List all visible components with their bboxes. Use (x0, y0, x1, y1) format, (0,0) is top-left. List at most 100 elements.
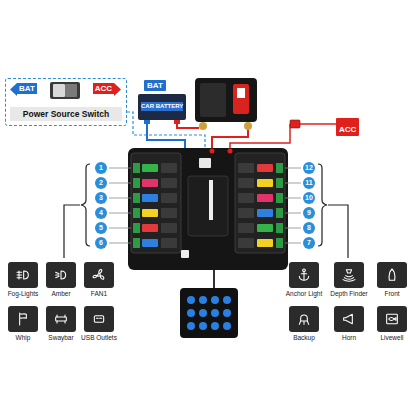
function-symbol-part (17, 271, 22, 279)
switch-graphic-part (10, 83, 17, 96)
fuse-box-part (181, 250, 189, 258)
fuse-row-left-part (133, 178, 140, 188)
callout-leaders-part (109, 168, 131, 243)
battery-label: CAR BATTERY (141, 102, 183, 111)
switch-panel-controller-part (223, 322, 231, 330)
function-symbol (341, 309, 357, 329)
callout-digit: 2 (99, 179, 103, 187)
switch-panel-controller-part (187, 296, 195, 304)
function-symbol (296, 265, 312, 285)
function-icon: Depth Finder (334, 262, 364, 288)
bat-tag: BAT (144, 80, 166, 91)
fuse-box (128, 148, 288, 270)
switch-graphic-part (50, 82, 80, 99)
function-label: USB Outlets (81, 334, 117, 342)
switch-panel-controller-part (211, 296, 219, 304)
fuse-row-left-part (161, 238, 177, 248)
group-brackets (64, 164, 348, 258)
callout-number: 4 (95, 207, 107, 219)
switch-panel-controller-part (211, 322, 219, 330)
callout-number: 6 (95, 237, 107, 249)
circuit-breaker-part (233, 84, 249, 114)
switch-panel-controller-part (199, 296, 207, 304)
function-label: Backup (293, 334, 315, 342)
function-symbol (53, 265, 69, 285)
callout-digit: 12 (305, 164, 313, 172)
switch-panel-controller-part (211, 309, 219, 317)
function-symbol (15, 309, 31, 329)
fuse-row-right-part (276, 163, 283, 173)
function-label: Amber (51, 290, 70, 298)
function-symbol (384, 265, 400, 285)
callout-digit: 4 (99, 209, 103, 217)
function-symbol-part (96, 318, 101, 319)
controller-cable-part (213, 270, 215, 288)
callout-number: 5 (95, 222, 107, 234)
switch-panel-controller-part (199, 322, 207, 330)
inline-fuse-part (290, 120, 300, 128)
function-symbol-part (389, 269, 395, 280)
switch-panel-controller-part (187, 322, 195, 330)
switch-panel-controller-part (199, 309, 207, 317)
fuse-row-right-part (257, 179, 273, 187)
function-icon: USB Outlets (84, 306, 114, 332)
function-icon: Horn (334, 306, 364, 332)
circuit-breaker-part (237, 88, 245, 98)
function-icon: Backup (289, 306, 319, 332)
acc-tag: ACC (336, 118, 359, 136)
callout-number: 10 (303, 192, 315, 204)
function-symbol-part (387, 314, 398, 323)
function-label: Whip (16, 334, 31, 342)
callout-number: 3 (95, 192, 107, 204)
power-wires (147, 124, 336, 252)
fuse-row-right-part (238, 193, 254, 203)
fuse-row-left-part (133, 238, 140, 248)
controller-cable (213, 270, 215, 288)
power-wires-part (177, 124, 199, 128)
battery-terminals-part (144, 120, 150, 124)
switch-panel-controller-part (180, 288, 238, 338)
group-brackets-part (64, 205, 80, 258)
function-icon: Anchor Light (289, 262, 319, 288)
fuse-row-right-part (257, 224, 273, 232)
function-symbol-part (56, 317, 67, 321)
function-icon: Front (377, 262, 407, 288)
fuse-box-part (228, 149, 233, 154)
fuse-row-right-part (276, 238, 283, 248)
function-label: Depth Finder (330, 290, 368, 298)
fuse-box-part (210, 149, 215, 154)
fuse-row-right-part (276, 178, 283, 188)
function-symbol-part (343, 270, 355, 282)
function-symbol (384, 309, 400, 329)
fuse-row-left-part (133, 193, 140, 203)
function-symbol-part (93, 270, 104, 280)
callout-number: 11 (303, 177, 315, 189)
switch-panel-controller-part (187, 309, 195, 317)
circuit-breaker-part (199, 122, 207, 130)
callout-leaders-part (285, 168, 301, 243)
fuse-box-part (131, 153, 181, 253)
callout-digit: 1 (99, 164, 103, 172)
car-battery: BATCAR BATTERY (138, 94, 186, 120)
callout-digit: 7 (307, 239, 311, 247)
function-symbol-part (389, 318, 396, 321)
function-symbol (53, 309, 69, 329)
function-label: Livewell (380, 334, 403, 342)
function-label: Anchor Light (286, 290, 323, 298)
function-symbol (341, 265, 357, 285)
circuit-breaker (195, 78, 257, 130)
function-symbol-part (61, 271, 66, 279)
acc-arrow-label: ACC (93, 83, 114, 94)
fuse-row-left-part (133, 223, 140, 233)
function-symbol-part (57, 315, 65, 323)
function-symbol (15, 265, 31, 285)
fuse-row-right-part (238, 238, 254, 248)
switch-graphic-part (114, 83, 121, 96)
fuse-row-left (133, 163, 177, 248)
fuse-row-right-part (257, 164, 273, 172)
fuse-row-left-part (161, 193, 177, 203)
function-icon: Fog-Lights (8, 262, 38, 288)
